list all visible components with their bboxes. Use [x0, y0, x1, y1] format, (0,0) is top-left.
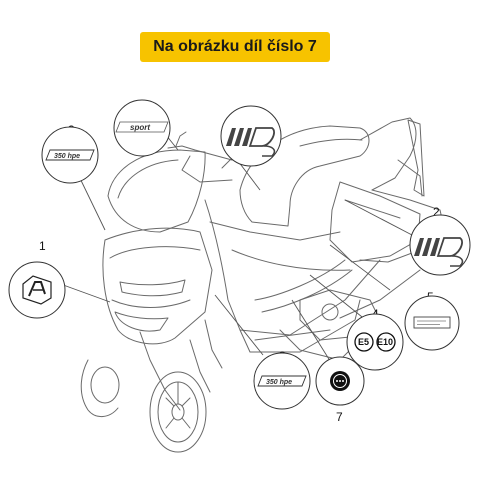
leader-4 — [309, 274, 373, 326]
mp3-decal-icon — [226, 127, 276, 157]
sport-decal-icon: sport — [115, 121, 169, 133]
callout-4: 4 E5 E10 — [346, 307, 404, 371]
callout-2b: 2 — [409, 205, 471, 276]
callout-7-number: 7 — [336, 410, 343, 424]
callout-7: 7 — [315, 356, 365, 424]
callout-6: 6 sport — [113, 99, 171, 157]
svg-text:350 hpe: 350 hpe — [54, 153, 80, 160]
sport-decal-label: sport — [130, 123, 150, 132]
model-decal-icon: 350 hpe — [257, 375, 307, 387]
leader-2b — [344, 199, 413, 236]
callout-3a: 3 350 hpe — [41, 123, 99, 184]
info-label-icon — [413, 316, 451, 329]
part-number-banner: Na obrázku díl číslo 7 — [140, 32, 330, 62]
callout-5: 5 — [404, 290, 460, 351]
callout-3b: 3 350 hpe — [253, 349, 311, 410]
mp3-decal-icon — [414, 237, 464, 267]
svg-text:350 hpe: 350 hpe — [266, 379, 292, 386]
banner-text: Na obrázku díl číslo 7 — [153, 38, 317, 55]
leader-5 — [329, 244, 391, 291]
fuel-e5-icon: E5 — [354, 332, 374, 352]
callout-2a: 2 — [220, 105, 282, 167]
fuel-e10-label: E10 — [377, 337, 393, 347]
fuel-e10-icon: E10 — [376, 332, 396, 352]
fuel-e5-label: E5 — [358, 337, 369, 347]
model-decal-icon: 350 hpe — [45, 149, 95, 161]
leader-3b — [214, 294, 264, 356]
brand-logo-icon — [22, 275, 52, 305]
callout-2b-number: 2 — [433, 205, 440, 219]
callout-1: 1 — [8, 239, 66, 319]
brand-emblem-icon — [330, 371, 350, 391]
callout-1-number: 1 — [39, 239, 46, 253]
